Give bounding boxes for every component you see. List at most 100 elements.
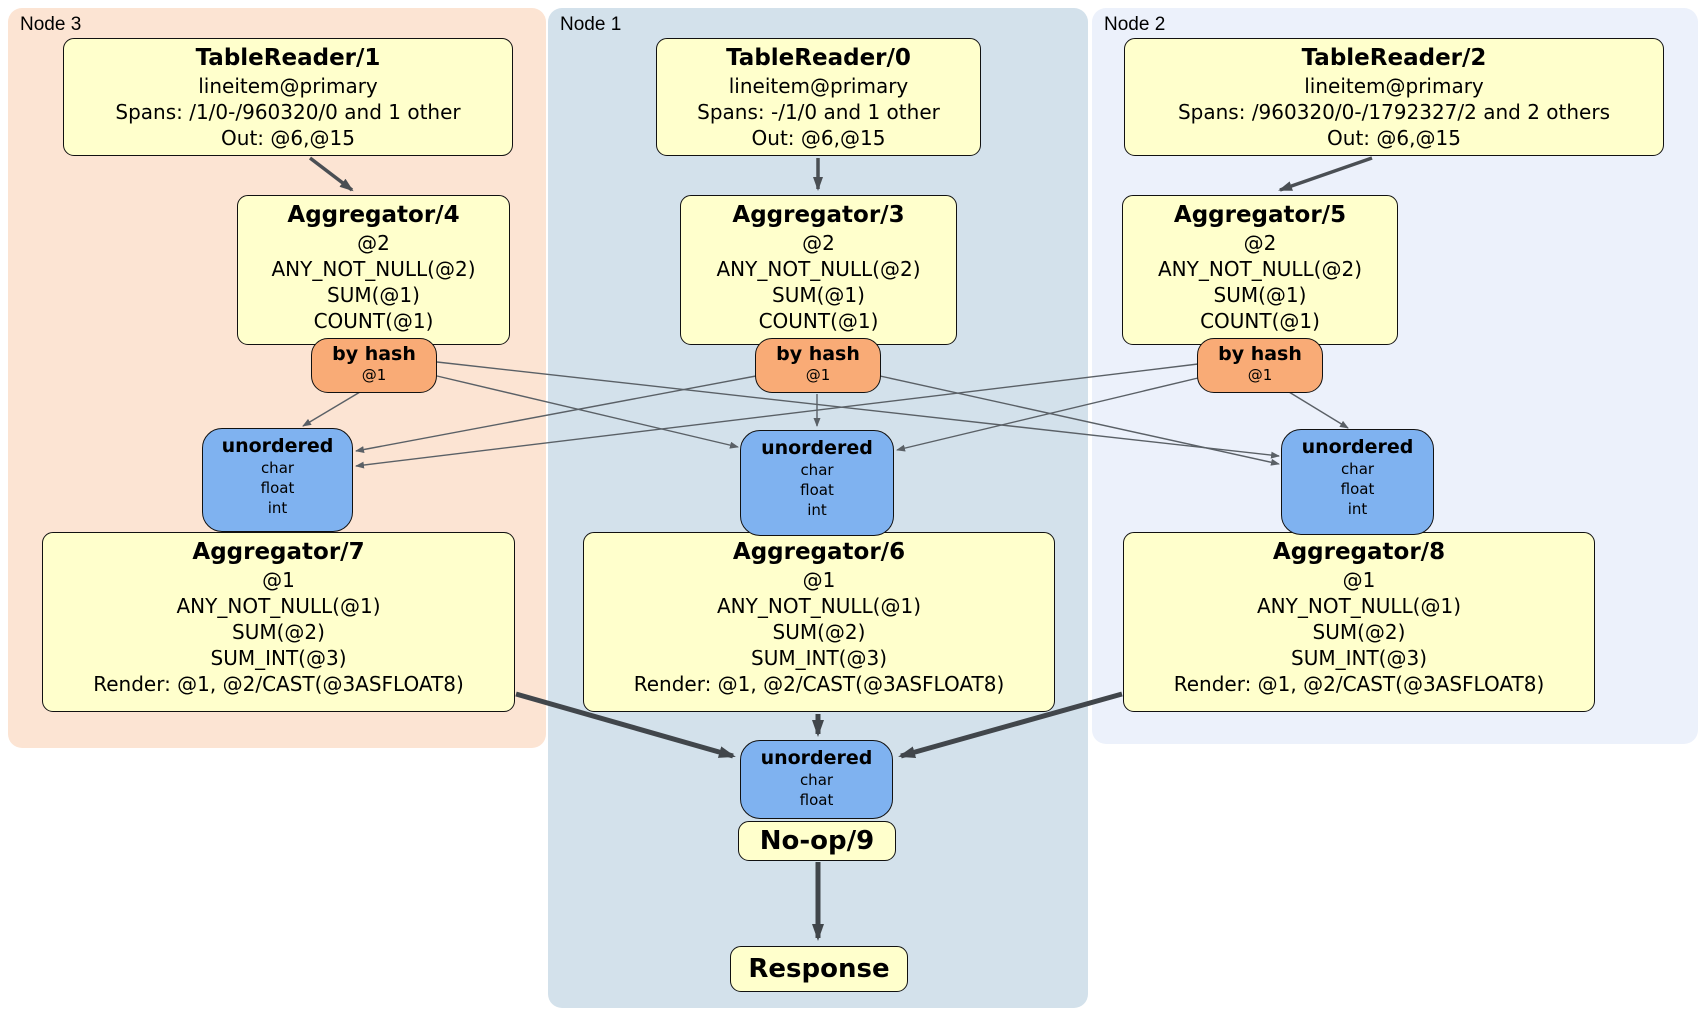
- sync-column: char: [799, 771, 834, 789]
- sync-column: float: [799, 791, 834, 809]
- processor-aggregator-4: Aggregator/4 @2 ANY_NOT_NULL(@2) SUM(@1)…: [237, 195, 510, 345]
- aggregation-fn: COUNT(@1): [1200, 309, 1320, 333]
- aggregation-group: @1: [802, 568, 836, 592]
- aggregation-fn: ANY_NOT_NULL(@2): [271, 257, 476, 281]
- edge-bh3-u2: [436, 361, 1280, 459]
- processor-title: TableReader/1: [195, 45, 381, 71]
- edge-bh3-u1: [436, 375, 739, 449]
- processor-index: lineitem@primary: [198, 74, 378, 98]
- edge-tr2-agg5: [1278, 156, 1373, 192]
- sync-title: unordered: [760, 747, 873, 769]
- processor-title: Aggregator/3: [732, 202, 905, 228]
- aggregation-group: @2: [1243, 231, 1277, 255]
- processor-title: Aggregator/8: [1272, 539, 1446, 565]
- processor-aggregator-6: Aggregator/6 @1 ANY_NOT_NULL(@1) SUM(@2)…: [583, 532, 1055, 712]
- edge-agg7-ufinal: [515, 691, 736, 759]
- router-by-hash-node1: by hash @1: [755, 338, 881, 393]
- processor-title: Response: [748, 954, 890, 984]
- processor-tablereader-2: TableReader/2 lineitem@primary Spans: /9…: [1124, 38, 1664, 156]
- aggregation-group: @1: [1342, 568, 1376, 592]
- aggregation-fn: SUM(@1): [1213, 283, 1307, 307]
- router-by-hash-node2: by hash @1: [1197, 338, 1323, 393]
- processor-out: Out: @6,@15: [1327, 126, 1461, 150]
- aggregation-fn: SUM_INT(@3): [1291, 646, 1427, 670]
- aggregation-fn: SUM(@2): [232, 620, 325, 644]
- render-expression: Render: @1, @2/CAST(@3ASFLOAT8): [1173, 672, 1545, 696]
- sync-column: int: [1347, 500, 1368, 518]
- sync-column: float: [1340, 480, 1375, 498]
- sync-column: int: [807, 501, 827, 519]
- aggregation-group: @2: [802, 231, 835, 255]
- processor-noop: No-op/9: [738, 821, 896, 861]
- sync-column: int: [267, 499, 288, 517]
- aggregation-fn: COUNT(@1): [313, 309, 434, 333]
- sync-unordered-node1: unordered char float int: [740, 430, 894, 536]
- router-columns: @1: [361, 366, 387, 384]
- sync-column: char: [1340, 460, 1375, 478]
- router-columns: @1: [1247, 366, 1273, 384]
- aggregation-fn: COUNT(@1): [758, 309, 879, 333]
- processor-spans: Spans: /960320/0-/1792327/2 and 2 others: [1177, 100, 1610, 124]
- aggregation-group: @1: [262, 568, 295, 592]
- sync-column: char: [260, 459, 295, 477]
- aggregation-fn: SUM(@1): [327, 283, 420, 307]
- router-columns: @1: [805, 366, 831, 384]
- render-expression: Render: @1, @2/CAST(@3ASFLOAT8): [633, 672, 1005, 696]
- edge-bh1-u3: [355, 375, 757, 453]
- processor-title: Aggregator/7: [192, 539, 365, 565]
- processor-aggregator-7: Aggregator/7 @1 ANY_NOT_NULL(@1) SUM(@2)…: [42, 532, 515, 712]
- sync-column: float: [800, 481, 834, 499]
- processor-out: Out: @6,@15: [221, 126, 355, 150]
- processor-index: lineitem@primary: [1304, 74, 1484, 98]
- edge-bh2-u1: [896, 377, 1199, 452]
- aggregation-fn: SUM_INT(@3): [210, 646, 347, 670]
- processor-tablereader-1: TableReader/1 lineitem@primary Spans: /1…: [63, 38, 513, 156]
- aggregation-fn: SUM(@2): [1312, 620, 1406, 644]
- render-expression: Render: @1, @2/CAST(@3ASFLOAT8): [93, 672, 464, 696]
- router-title: by hash: [332, 343, 416, 365]
- aggregation-fn: ANY_NOT_NULL(@2): [716, 257, 921, 281]
- processor-index: lineitem@primary: [728, 74, 909, 98]
- edge-bh3-u3: [302, 391, 361, 427]
- processor-aggregator-8: Aggregator/8 @1 ANY_NOT_NULL(@1) SUM(@2)…: [1123, 532, 1595, 712]
- sync-unordered-node3: unordered char float int: [202, 428, 353, 532]
- sync-unordered-node2: unordered char float int: [1281, 429, 1434, 535]
- processor-tablereader-0: TableReader/0 lineitem@primary Spans: -/…: [656, 38, 981, 156]
- sync-column: char: [800, 461, 834, 479]
- sync-title: unordered: [1301, 436, 1414, 458]
- processor-title: Aggregator/6: [732, 539, 906, 565]
- aggregation-fn: ANY_NOT_NULL(@1): [1257, 594, 1461, 618]
- aggregation-fn: SUM_INT(@3): [751, 646, 887, 670]
- processor-out: Out: @6,@15: [751, 126, 886, 150]
- processor-response: Response: [730, 946, 908, 992]
- aggregation-fn: ANY_NOT_NULL(@1): [176, 594, 381, 618]
- edge-bh2-u2: [1288, 391, 1349, 429]
- sync-title: unordered: [221, 435, 334, 457]
- processor-title: TableReader/2: [1301, 45, 1487, 71]
- processor-spans: Spans: /1/0-/960320/0 and 1 other: [115, 100, 461, 124]
- edge-tr1-agg4: [308, 156, 354, 192]
- edge-agg8-ufinal: [898, 691, 1123, 759]
- edge-bh1-u2: [879, 375, 1280, 466]
- router-title: by hash: [1218, 343, 1302, 365]
- processor-title: No-op/9: [759, 826, 875, 856]
- node-label: Node 2: [1104, 14, 1166, 35]
- router-title: by hash: [776, 343, 860, 365]
- processor-aggregator-3: Aggregator/3 @2 ANY_NOT_NULL(@2) SUM(@1)…: [680, 195, 957, 345]
- node-label: Node 1: [560, 14, 622, 35]
- aggregation-fn: ANY_NOT_NULL(@1): [717, 594, 921, 618]
- aggregation-group: @2: [357, 231, 390, 255]
- sync-unordered-final: unordered char float: [740, 740, 893, 819]
- processor-title: Aggregator/5: [1173, 202, 1347, 228]
- aggregation-fn: SUM(@2): [772, 620, 866, 644]
- edge-bh2-u3: [355, 363, 1199, 469]
- router-by-hash-node3: by hash @1: [311, 338, 437, 393]
- processor-title: Aggregator/4: [287, 202, 460, 228]
- processor-aggregator-5: Aggregator/5 @2 ANY_NOT_NULL(@2) SUM(@1)…: [1122, 195, 1398, 345]
- processor-spans: Spans: -/1/0 and 1 other: [697, 100, 940, 124]
- aggregation-fn: SUM(@1): [772, 283, 865, 307]
- processor-title: TableReader/0: [726, 45, 911, 71]
- aggregation-fn: ANY_NOT_NULL(@2): [1158, 257, 1362, 281]
